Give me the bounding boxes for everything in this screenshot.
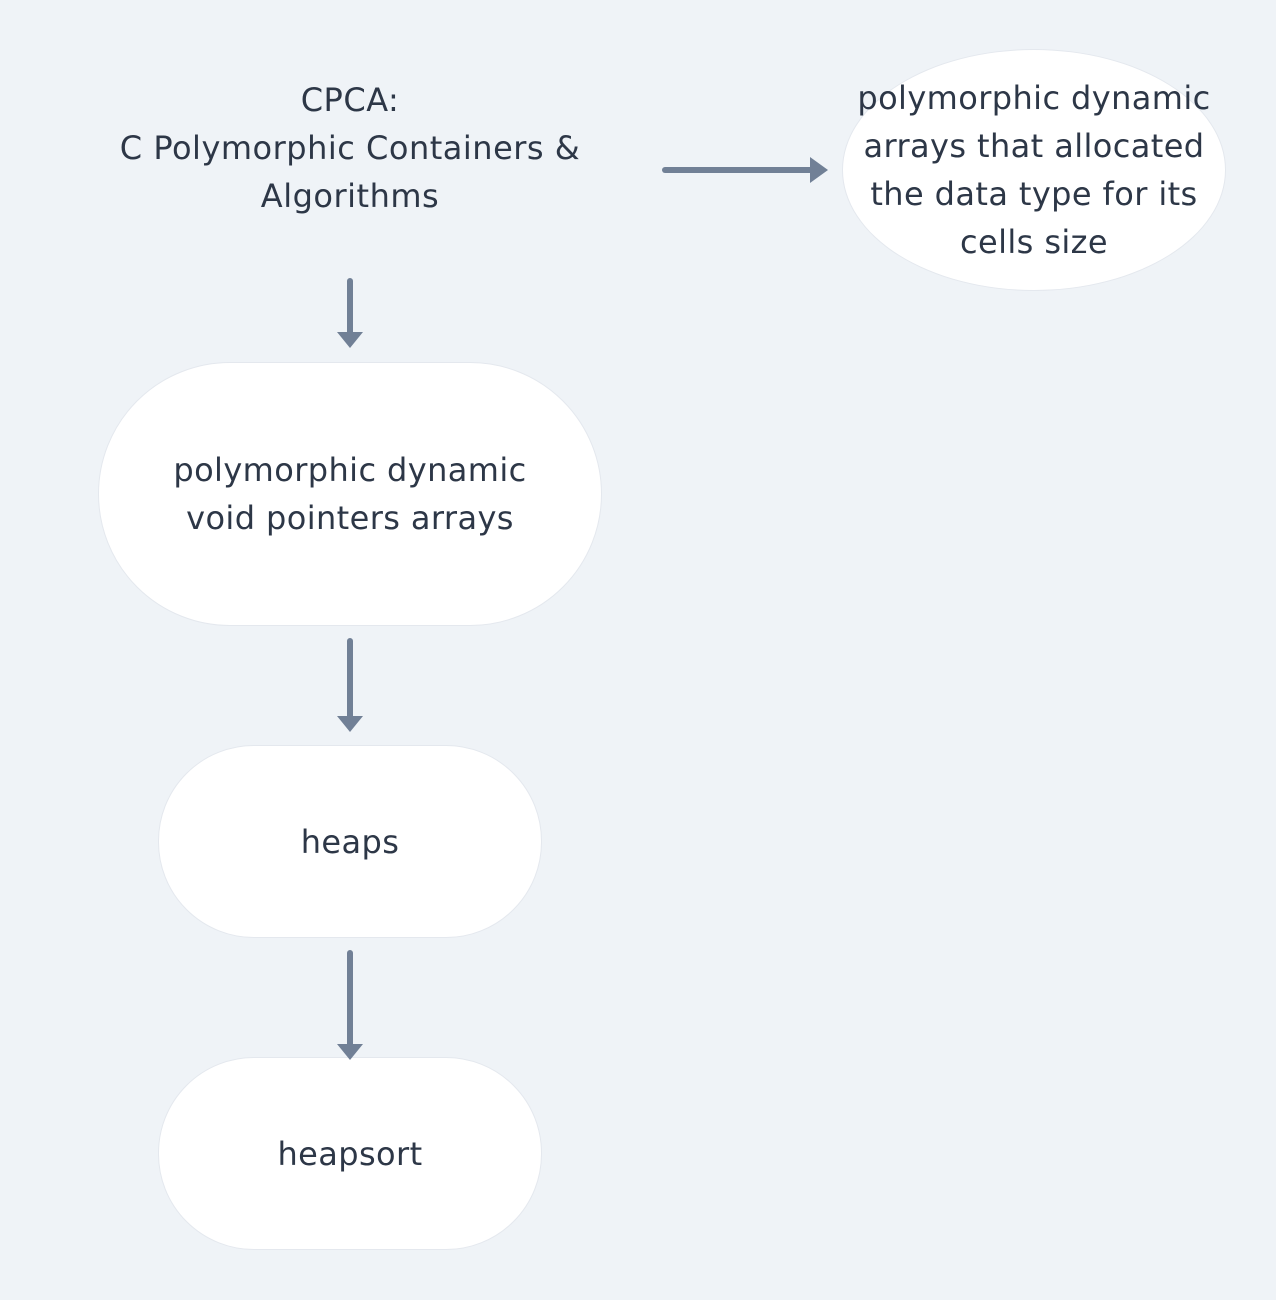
- arrowhead-right: [810, 157, 828, 183]
- node-heaps-label: heaps: [300, 822, 400, 861]
- arrowhead-down-2: [337, 716, 363, 732]
- node-heapsort: heapsort: [158, 1057, 542, 1250]
- title-line-1: CPCA:: [300, 81, 400, 119]
- arrowhead-down-3: [337, 1044, 363, 1060]
- node-heaps: heaps: [158, 745, 542, 938]
- node-allocated-arrays-label: polymorphic dynamic arrays that allocate…: [857, 79, 1211, 261]
- diagram-title: CPCA: C Polymorphic Containers & Algorit…: [100, 76, 600, 220]
- title-line-2: C Polymorphic Containers &: [119, 129, 581, 167]
- node-allocated-arrays: polymorphic dynamic arrays that allocate…: [842, 49, 1226, 291]
- node-heapsort-label: heapsort: [277, 1134, 423, 1173]
- arrowhead-down-1: [337, 332, 363, 348]
- node-void-pointer-arrays-label: polymorphic dynamic void pointers arrays: [173, 451, 527, 537]
- title-line-3: Algorithms: [260, 177, 440, 215]
- node-void-pointer-arrays: polymorphic dynamic void pointers arrays: [98, 362, 602, 626]
